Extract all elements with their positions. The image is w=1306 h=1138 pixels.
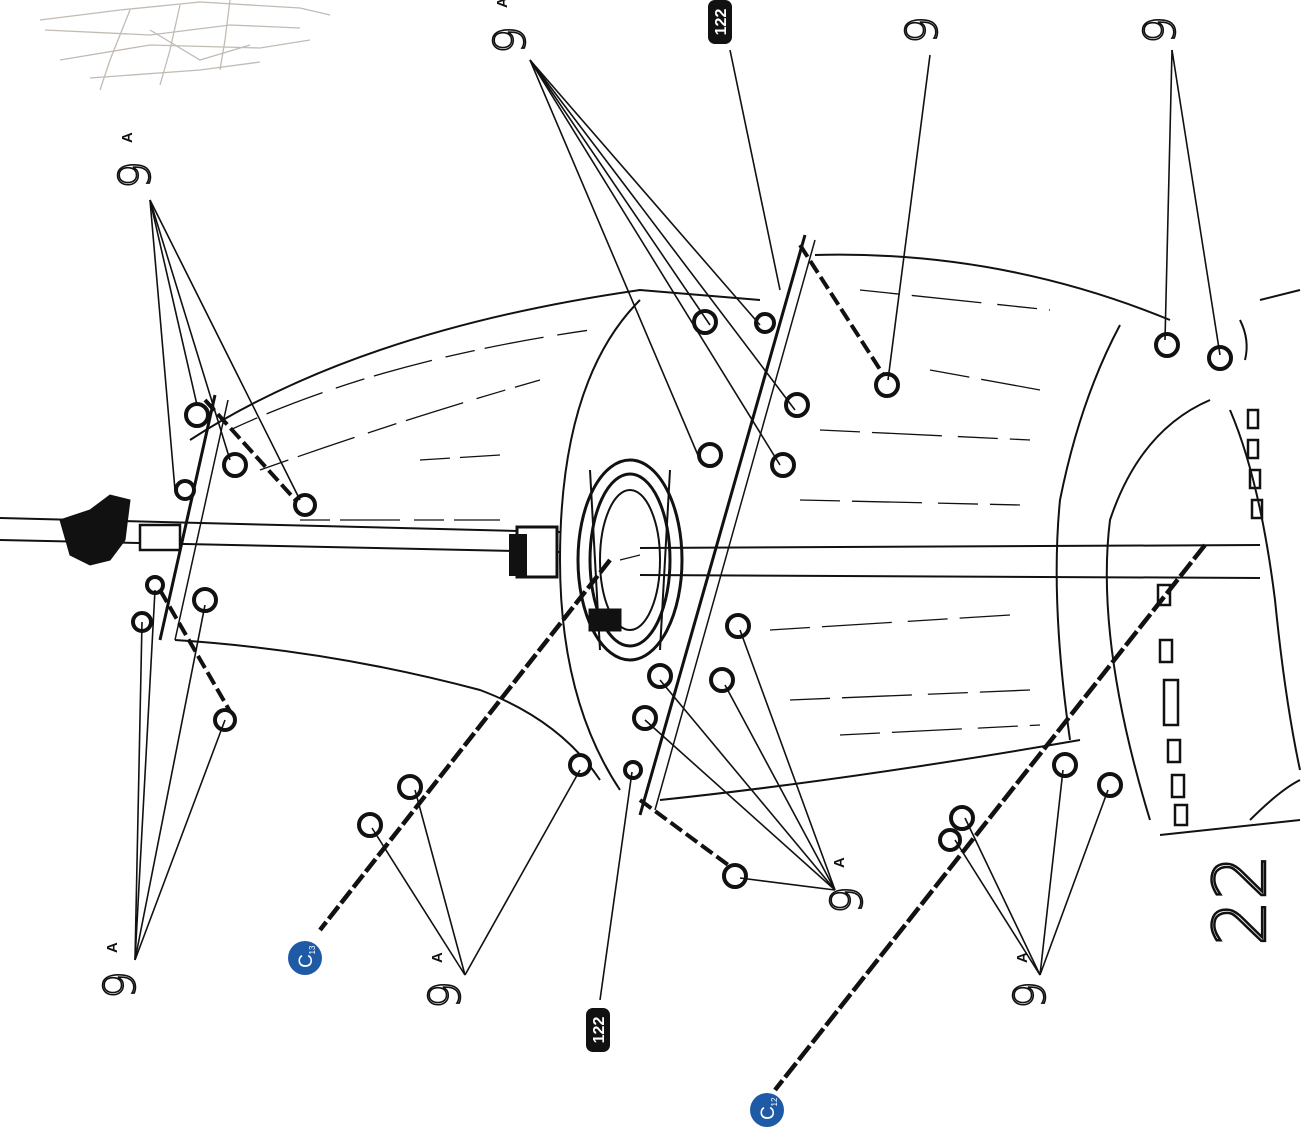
sail-left: [174, 288, 761, 781]
svg-text:9: 9: [1135, 16, 1186, 44]
cable-c12: [773, 543, 1207, 1092]
leader-lines: [134, 49, 1221, 1001]
svg-text:122: 122: [713, 9, 730, 36]
svg-text:C: C: [758, 1106, 779, 1120]
svg-text:A: A: [119, 132, 136, 143]
svg-text:9: 9: [822, 886, 873, 914]
brace-lines: [158, 243, 892, 872]
svg-text:A: A: [1014, 952, 1031, 963]
callout-122-bottom: 122: [586, 1008, 610, 1052]
thumbnail-sketch: [39, 0, 331, 91]
main-mast: [0, 517, 1261, 579]
mast-head-fitting: [59, 494, 182, 566]
svg-text:A: A: [104, 942, 121, 953]
svg-text:9: 9: [110, 161, 161, 189]
svg-text:A: A: [494, 0, 511, 8]
callout-9a-center-right: 9 A: [821, 857, 874, 915]
step-number: 22: [1197, 853, 1284, 947]
porthole-row: [1156, 408, 1264, 827]
svg-text:A: A: [831, 857, 848, 868]
cable-badge-c13: C 13: [288, 941, 322, 975]
svg-text:9: 9: [897, 16, 948, 44]
rigging-blocks: [131, 309, 1233, 889]
svg-text:C: C: [296, 954, 317, 968]
svg-text:22: 22: [1198, 854, 1282, 946]
svg-text:9: 9: [1005, 981, 1056, 1009]
svg-text:12: 12: [770, 1097, 779, 1106]
winch-drum: [576, 458, 684, 662]
callout-9a-bottom-center: 9 A: [419, 952, 472, 1010]
cable-badge-c12: C 12: [750, 1093, 784, 1127]
callout-9a-top-left: 9 A: [109, 132, 162, 190]
svg-text:A: A: [429, 952, 446, 963]
yard-left: [158, 394, 229, 641]
callout-122-top: 122: [708, 0, 732, 44]
callout-9a-bottom-left: 9 A: [94, 942, 147, 1000]
svg-text:122: 122: [591, 1017, 608, 1044]
callout-9a-top-center: 9 A: [484, 0, 537, 55]
svg-text:13: 13: [308, 945, 317, 954]
callout-9a-top-right: 9 A: [896, 15, 949, 45]
svg-text:9: 9: [485, 26, 536, 54]
svg-text:9: 9: [420, 981, 471, 1009]
sail-center: [558, 253, 1171, 801]
svg-text:9: 9: [95, 971, 146, 999]
hull-plate: [1105, 289, 1301, 836]
yard-center: [638, 234, 816, 816]
callout-9a-top-far-right: 9 A: [1134, 15, 1187, 45]
callout-9a-bottom-right: 9 A: [1004, 952, 1057, 1010]
cable-c13: [318, 558, 612, 932]
